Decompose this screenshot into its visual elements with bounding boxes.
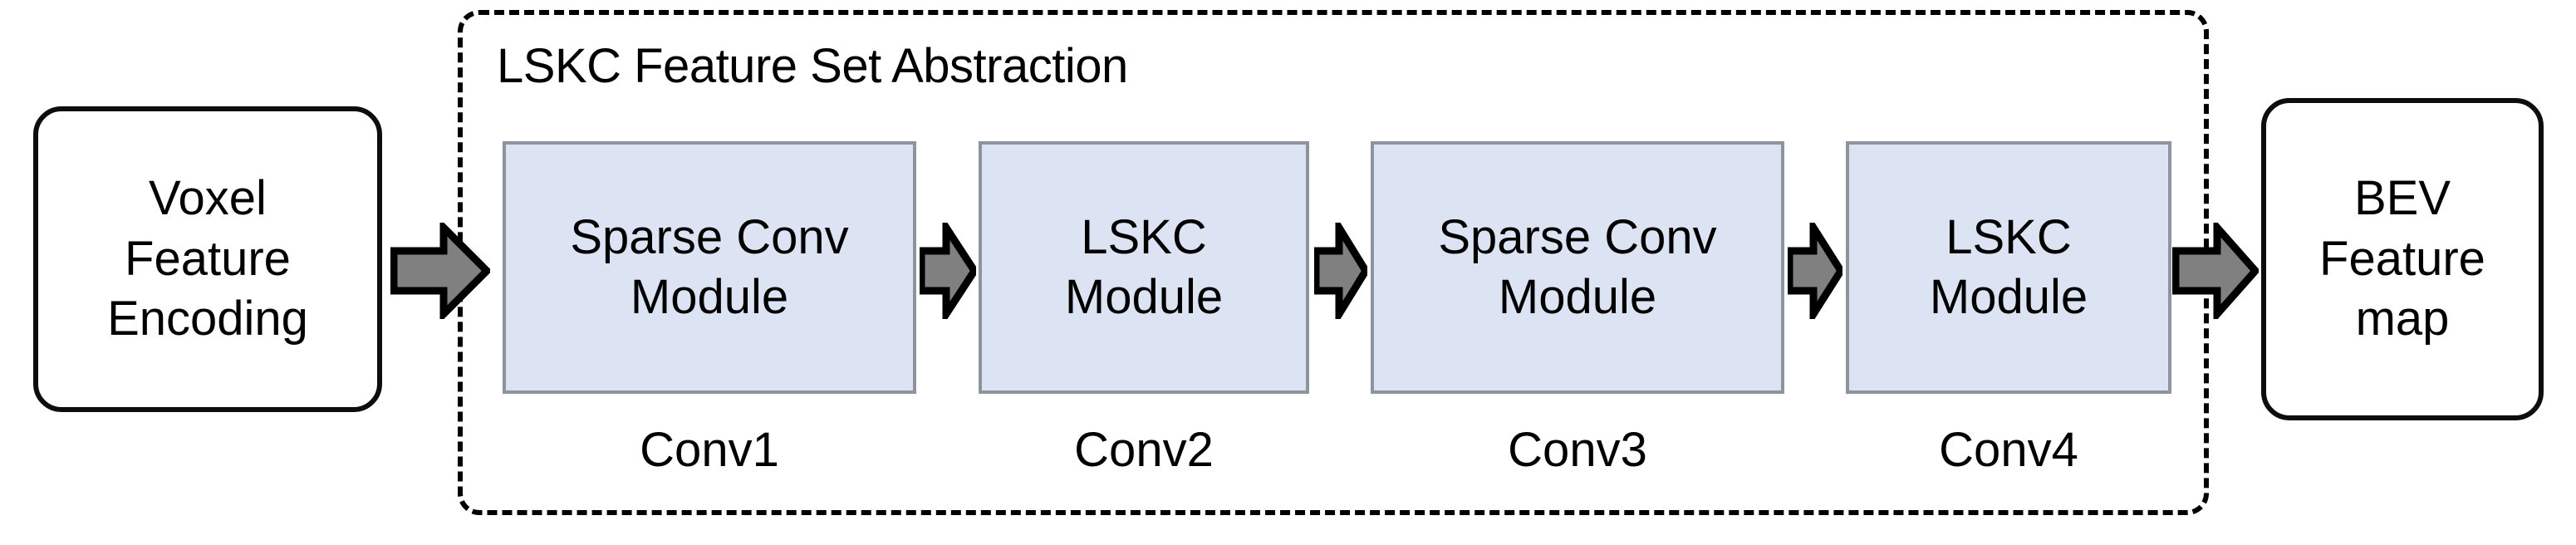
module-1-line-2: Module: [630, 270, 789, 324]
module-1-label: Sparse Conv Module: [570, 208, 848, 328]
arrow-right-icon-conv2-to-conv3: [1314, 223, 1367, 319]
module-4-line-2: Module: [1929, 270, 2088, 324]
bev-line-1: BEV: [2353, 171, 2451, 226]
module-1-line-1: Sparse Conv: [570, 209, 849, 264]
voxel-line-2: Feature: [125, 231, 291, 286]
module-3-label: Sparse Conv Module: [1438, 208, 1716, 328]
module-2-label: LSKC Module: [1065, 208, 1223, 328]
module-2-line-2: Module: [1064, 270, 1224, 324]
module-2-line-1: LSKC: [1081, 209, 1207, 264]
module-lskc-1: LSKC Module: [979, 141, 1309, 394]
module-4-label: LSKC Module: [1930, 208, 2088, 328]
group-title: LSKC Feature Set Abstraction: [497, 39, 1128, 93]
bev-feature-map-block: BEV Feature map: [2261, 98, 2544, 420]
voxel-feature-encoding-block: Voxel Feature Encoding: [33, 106, 382, 412]
arrow-right-icon-conv4-to-bev: [2172, 223, 2259, 319]
caption-conv2: Conv2: [1074, 423, 1214, 477]
module-4-line-1: LSKC: [1945, 209, 2072, 264]
module-sparse-conv-1: Sparse Conv Module: [503, 141, 916, 394]
module-3-line-1: Sparse Conv: [1438, 209, 1717, 264]
arrow-right-icon-voxel-to-conv1: [390, 223, 490, 319]
arrow-right-icon-conv1-to-conv2: [920, 223, 976, 319]
bev-feature-map-label: BEV Feature map: [2313, 169, 2492, 350]
bev-line-3: map: [2355, 292, 2450, 346]
voxel-line-1: Voxel: [149, 171, 267, 226]
voxel-feature-encoding-label: Voxel Feature Encoding: [101, 169, 315, 350]
arrow-right-icon-conv3-to-conv4: [1788, 223, 1842, 319]
voxel-line-3: Encoding: [107, 292, 308, 346]
module-3-line-2: Module: [1498, 270, 1657, 324]
caption-conv3: Conv3: [1508, 423, 1647, 477]
module-lskc-2: LSKC Module: [1846, 141, 2171, 394]
caption-conv1: Conv1: [640, 423, 779, 477]
caption-conv4: Conv4: [1939, 423, 2078, 477]
module-sparse-conv-2: Sparse Conv Module: [1371, 141, 1784, 394]
bev-line-2: Feature: [2319, 231, 2485, 286]
